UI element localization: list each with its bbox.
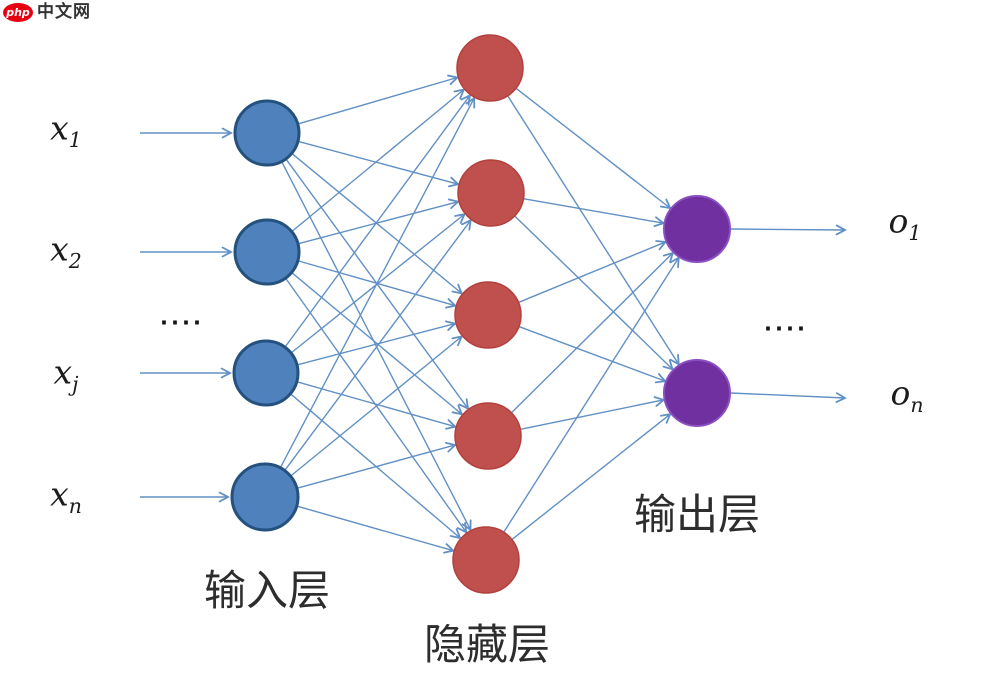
edge [506, 94, 679, 364]
label-sub: n [910, 393, 924, 418]
output-layer-caption: 输出层 [633, 490, 761, 539]
label-base: o [890, 373, 911, 413]
edge [514, 87, 670, 208]
edge [510, 253, 673, 414]
edge [289, 392, 460, 538]
edge [289, 336, 462, 478]
edge [517, 325, 665, 381]
edge [296, 78, 458, 125]
edge [296, 140, 458, 184]
edge [295, 445, 455, 490]
edge [295, 505, 454, 551]
edge [283, 95, 470, 349]
watermark-text: 中文网 [37, 2, 91, 22]
hidden-node [456, 34, 524, 102]
label-base: x [50, 474, 69, 514]
edge [279, 98, 474, 469]
input-label-xn: xn [50, 477, 82, 516]
label-base: x [50, 229, 69, 269]
edges [140, 78, 845, 551]
edge [517, 242, 666, 304]
label-base: o [888, 201, 909, 241]
input-label-xj: xj [54, 355, 79, 394]
edge [296, 259, 455, 305]
input-node [233, 99, 301, 167]
php-logo-icon: php [3, 3, 33, 22]
label-base: x [53, 352, 73, 392]
hidden-node [457, 159, 525, 227]
output-layer-nodes [663, 195, 731, 427]
edge [290, 90, 464, 233]
output-node [663, 195, 731, 263]
label-sub: 1 [68, 128, 82, 153]
label-base: x [50, 108, 69, 148]
output-ellipsis: .... [764, 311, 808, 336]
edge [730, 393, 845, 398]
site-watermark: php 中文网 [3, 3, 91, 22]
label-sub: n [68, 494, 82, 519]
edge [280, 160, 470, 530]
label-sub: 1 [908, 221, 922, 246]
edge [296, 202, 458, 245]
output-label-on: on [890, 376, 923, 415]
hidden-node [454, 402, 522, 470]
input-node [230, 462, 300, 532]
edge [502, 258, 679, 534]
output-label-o1: o1 [889, 204, 922, 243]
input-label-x1: x1 [50, 111, 82, 150]
edge [730, 229, 845, 230]
label-sub: j [72, 372, 79, 397]
edge [519, 400, 663, 431]
edge [290, 271, 462, 414]
edge [522, 197, 664, 224]
hidden-node [452, 526, 520, 594]
hidden-layer-nodes [452, 34, 525, 594]
edge [513, 214, 673, 369]
label-sub: 2 [68, 249, 82, 274]
hidden-layer-caption: 隐藏层 [423, 620, 551, 669]
input-label-x2: x2 [50, 232, 82, 271]
input-node [232, 339, 300, 407]
input-node [233, 218, 301, 286]
input-layer-caption: 输入层 [203, 566, 331, 615]
output-node [663, 359, 731, 427]
hidden-node [454, 281, 522, 349]
input-ellipsis: .... [160, 305, 204, 330]
edge [510, 414, 670, 541]
edge [295, 324, 455, 366]
input-layer-nodes [230, 99, 301, 532]
edge [283, 220, 471, 472]
